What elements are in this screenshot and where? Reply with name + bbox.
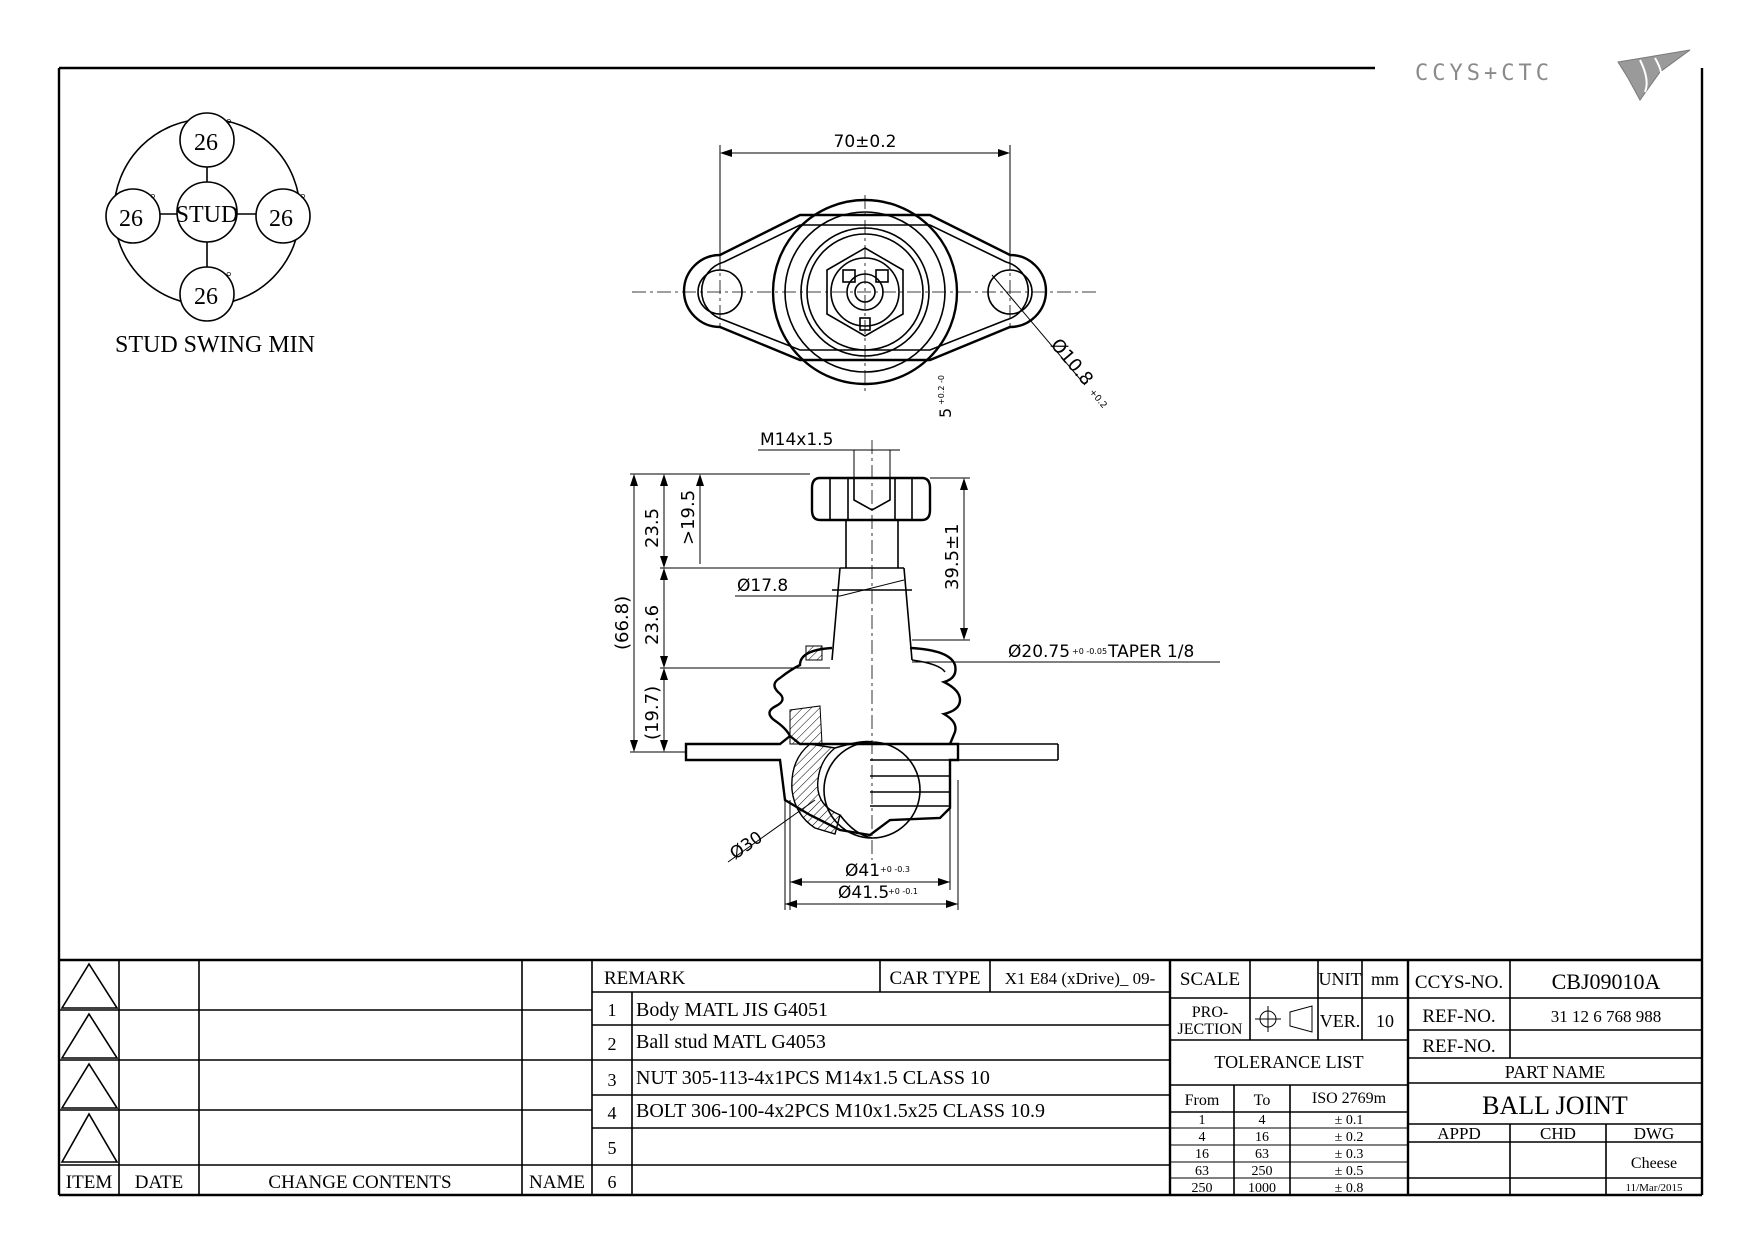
ref-no-label-2: REF-NO. [1422,1036,1495,1057]
logo-swoosh-icon [1617,49,1691,101]
ccys-no-value: CBJ09010A [1552,969,1661,994]
tolerance-title: TOLERANCE LIST [1214,1052,1363,1072]
svg-text:°: ° [226,117,232,132]
part-info-block: CCYS-NO. CBJ09010A REF-NO. 31 12 6 768 9… [1408,960,1702,1195]
svg-text:°: ° [300,192,306,207]
dim-d-41: Ø41 [845,861,880,881]
part-name-value: BALL JOINT [1482,1091,1628,1120]
dim-width-70: 70±0.2 [834,132,897,152]
dim-flange-thickness: 5 [936,408,955,418]
svg-text:1: 1 [1199,1113,1206,1128]
rev-header-date: DATE [135,1172,184,1193]
svg-text:4: 4 [1199,1130,1206,1145]
dim-h-19-7: (19.7) [642,686,663,740]
svg-text:± 0.8: ± 0.8 [1335,1181,1364,1196]
spec-table: SCALE UNIT mm PRO- JECTION VER. 10 TOLER… [1170,960,1410,1196]
svg-text:JECTION: JECTION [1178,1021,1243,1038]
dim-h-19-5: >19.5 [678,490,699,545]
dim-hole-dia: Ø10.8 [1046,335,1097,390]
unit-value: mm [1371,969,1399,989]
stud-center-label: STUD [176,202,239,228]
tol-header-from: From [1185,1092,1220,1109]
part-name-label: PART NAME [1505,1062,1605,1082]
projection-label: PRO- [1192,1004,1228,1021]
remark-title: REMARK [604,968,686,989]
remark-row-no: 6 [608,1172,617,1192]
svg-text:± 0.2: ± 0.2 [1335,1130,1364,1145]
remark-row-no: 4 [608,1103,617,1123]
rev-header-name: NAME [529,1172,585,1193]
remark-table: REMARK CAR TYPE X1 E84 (xDrive)_ 09- 1 B… [592,960,1172,1195]
svg-text:± 0.1: ± 0.1 [1335,1113,1364,1128]
ccys-no-label: CCYS-NO. [1415,972,1503,993]
rev-header-change: CHANGE CONTENTS [268,1172,451,1193]
svg-text:250: 250 [1252,1164,1273,1179]
stud-swing-title: STUD SWING MIN [115,332,315,358]
stud-swing-diagram: STUD 26 26 26 26 ° ° ° ° STUD SWING MIN [105,112,315,358]
car-type-value: X1 E84 (xDrive)_ 09- [1005,969,1156,988]
svg-text:± 0.5: ± 0.5 [1335,1164,1364,1179]
remark-row-text: Body MATL JIS G4051 [636,999,828,1021]
dim-taper-dia: Ø20.75 [1008,642,1070,662]
svg-text:°: ° [226,270,232,285]
remark-row-text: BOLT 306-100-4x2PCS M10x1.5x25 CLASS 10.… [636,1100,1045,1122]
logo-text: CCYS+CTC [1415,61,1553,86]
svg-text:250: 250 [1192,1181,1213,1196]
swing-angle-right: 26 [269,206,293,232]
first-angle-projection-icon [1255,1005,1313,1033]
ver-label: VER. [1320,1011,1361,1031]
dim-overall-height: (66.8) [612,596,633,650]
svg-text:4: 4 [1259,1113,1266,1128]
svg-text:16: 16 [1195,1147,1209,1162]
dwg-date: 11/Mar/2015 [1625,1182,1683,1194]
dim-h-39-5: 39.5±1 [942,523,963,590]
ref-no-label-1: REF-NO. [1422,1006,1495,1027]
svg-text:± 0.3: ± 0.3 [1335,1147,1364,1162]
dim-d-17-8: Ø17.8 [737,576,788,596]
tol-header-iso: ISO 2769m [1312,1090,1387,1107]
ref-no-value-1: 31 12 6 768 988 [1551,1007,1662,1026]
remark-row-text: NUT 305-113-4x1PCS M14x1.5 CLASS 10 [636,1067,990,1089]
svg-text:16: 16 [1255,1130,1269,1145]
side-view: (66.8) 23.5 23.6 (19.7) >19.5 39.5±1 M14… [612,430,1220,910]
ver-value: 10 [1376,1011,1394,1031]
dim-h-23-5: 23.5 [642,508,663,548]
dim-h-23-6: 23.6 [642,605,663,645]
chd-label: CHD [1540,1124,1576,1143]
car-type-label: CAR TYPE [890,968,981,989]
swing-angle-bottom: 26 [194,284,218,310]
svg-text:+0 -0.1: +0 -0.1 [888,887,918,896]
remark-row-no: 2 [608,1034,617,1054]
svg-text:1000: 1000 [1248,1181,1276,1196]
svg-text:°: ° [150,192,156,207]
remark-row-text: Ball stud MATL G4053 [636,1031,826,1053]
svg-text:63: 63 [1195,1164,1209,1179]
top-view: 70±0.2 Ø10.8 +0.2 5 +0.2 -0 [632,132,1108,418]
company-logo: CCYS+CTC [1415,49,1691,101]
scale-label: SCALE [1180,969,1240,990]
svg-text:+0.2 -0: +0.2 -0 [937,375,946,405]
appd-label: APPD [1437,1124,1480,1143]
title-block: ITEM DATE CHANGE CONTENTS NAME REMARK CA… [59,958,1702,1196]
remark-row-no: 3 [608,1070,617,1090]
dim-d-41-5: Ø41.5 [838,883,889,903]
dwg-label: DWG [1634,1124,1675,1143]
dwg-name: Cheese [1631,1155,1677,1172]
swing-angle-left: 26 [119,206,143,232]
svg-text:+0 -0.3: +0 -0.3 [880,865,910,874]
revision-table: ITEM DATE CHANGE CONTENTS NAME [59,960,593,1195]
rev-header-item: ITEM [66,1172,113,1193]
remark-row-no: 5 [608,1138,617,1158]
swing-angle-top: 26 [194,130,218,156]
dim-thread: M14x1.5 [760,430,833,450]
svg-text:+0.2: +0.2 [1087,388,1109,411]
remark-row-no: 1 [608,1000,617,1020]
unit-label: UNIT [1319,969,1362,989]
tol-header-to: To [1254,1092,1271,1109]
sheet-frame [57,66,1704,1197]
dim-taper-text: TAPER 1/8 [1107,642,1194,662]
svg-text:63: 63 [1255,1147,1269,1162]
svg-text:+0 -0.05: +0 -0.05 [1072,647,1107,656]
